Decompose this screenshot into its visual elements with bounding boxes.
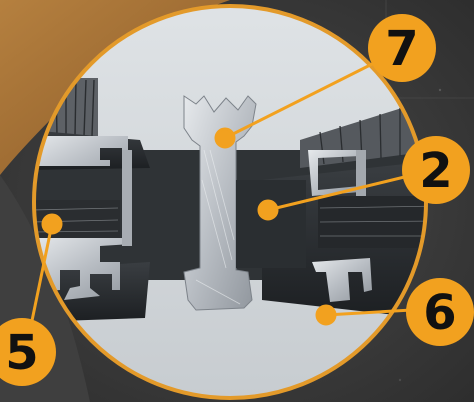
leader-dot-5 xyxy=(41,213,63,235)
leader-dot-2 xyxy=(257,199,279,221)
callout-7: 7 xyxy=(368,14,436,82)
right-aluminium-profile xyxy=(308,150,372,302)
left-aluminium-profile xyxy=(34,136,132,300)
leader-dot-7 xyxy=(214,127,236,149)
callout-5-label: 5 xyxy=(5,325,38,381)
center-aluminium-profile xyxy=(183,95,257,311)
leader-line-7 xyxy=(224,48,401,140)
callout-5: 5 xyxy=(0,318,56,386)
leader-lines xyxy=(26,48,426,341)
callout-2: 2 xyxy=(402,136,470,204)
callout-6: 6 xyxy=(406,278,474,346)
leader-dot-6 xyxy=(315,304,337,326)
callout-7-label: 7 xyxy=(385,21,418,77)
callout-6-label: 6 xyxy=(423,285,456,341)
leader-line-6 xyxy=(325,308,413,317)
center-rubber-body xyxy=(236,180,306,268)
callout-2-label: 2 xyxy=(419,143,452,199)
copper-panel xyxy=(0,0,230,175)
leader-line-2 xyxy=(267,170,426,212)
